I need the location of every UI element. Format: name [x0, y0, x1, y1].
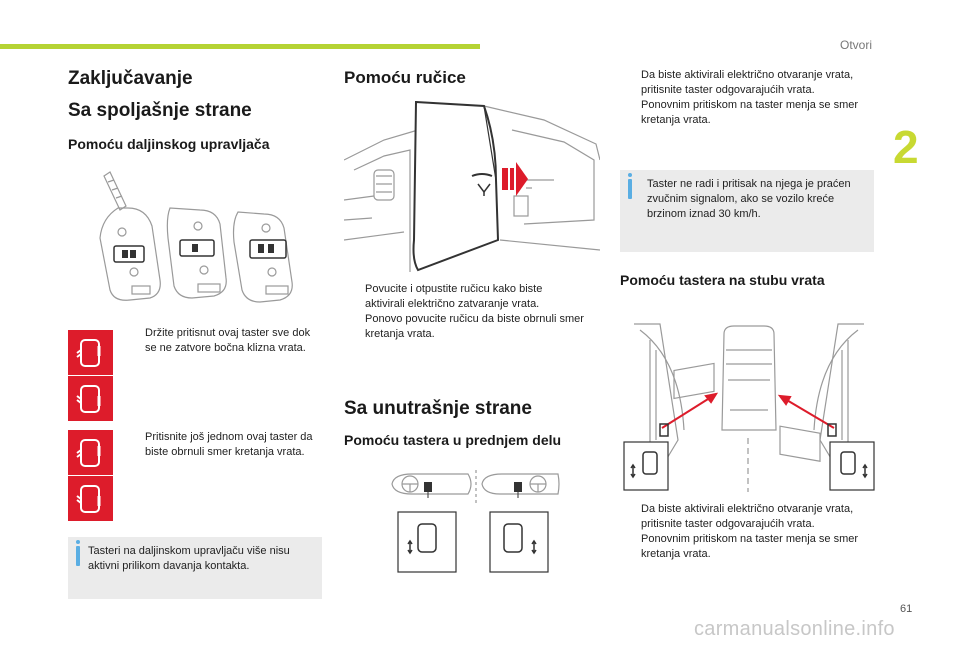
- remote-keys-illustration: [80, 168, 320, 310]
- list-item: Pritisnite još jednom ovaj taster da bis…: [145, 431, 313, 458]
- list-item: Ponovnim pritiskom na taster menja se sm…: [641, 99, 859, 126]
- info-icon: [76, 540, 80, 566]
- heading-stub-vrata: Pomoću tastera na stubu vrata: [620, 272, 825, 288]
- sliding-door-icon: [68, 476, 113, 521]
- sliding-door-icon: [68, 430, 113, 475]
- section-title: Otvori: [840, 38, 873, 52]
- info-icon: [628, 173, 632, 199]
- list-item: Držite pritisnut ovaj taster sve dok se …: [145, 327, 311, 354]
- heading-rucica: Pomoću ručice: [344, 68, 466, 87]
- heading-daljinski: Pomoću daljinskog upravljača: [68, 136, 270, 152]
- heading-spoljasnje: Sa spoljašnje strane: [68, 100, 252, 121]
- list-item: Da biste aktivirali električno otvaranje…: [641, 69, 854, 96]
- sliding-door-icon: [68, 330, 113, 375]
- accent-bar: [0, 44, 480, 49]
- info-box: Tasteri na daljinskom upravljaču više ni…: [68, 537, 322, 599]
- info-box: Taster ne radi i pritisak na njega je pr…: [620, 170, 874, 252]
- front-buttons-illustration: [390, 468, 562, 576]
- page-number: 61: [900, 603, 913, 615]
- door-handle-illustration: [344, 100, 600, 272]
- list-item: Ponovnim pritiskom na taster menja se sm…: [641, 533, 859, 560]
- heading-zakljucavanje: Zaključavanje: [68, 68, 193, 89]
- list-item: Povucite i otpustite ručicu kako biste a…: [365, 283, 543, 310]
- chapter-number: 2: [893, 121, 919, 173]
- list-item: Da biste aktivirali električno otvaranje…: [641, 503, 854, 530]
- heading-prednji-deo: Pomoću tastera u prednjem delu: [344, 432, 562, 448]
- watermark: carmanualsonline.info: [694, 618, 895, 640]
- sliding-door-icon: [68, 376, 113, 421]
- pillar-buttons-illustration: [620, 320, 878, 492]
- list-item: Ponovo povucite ručicu da biste obrnuli …: [365, 313, 584, 340]
- heading-unutrasnje: Sa unutrašnje strane: [344, 398, 532, 419]
